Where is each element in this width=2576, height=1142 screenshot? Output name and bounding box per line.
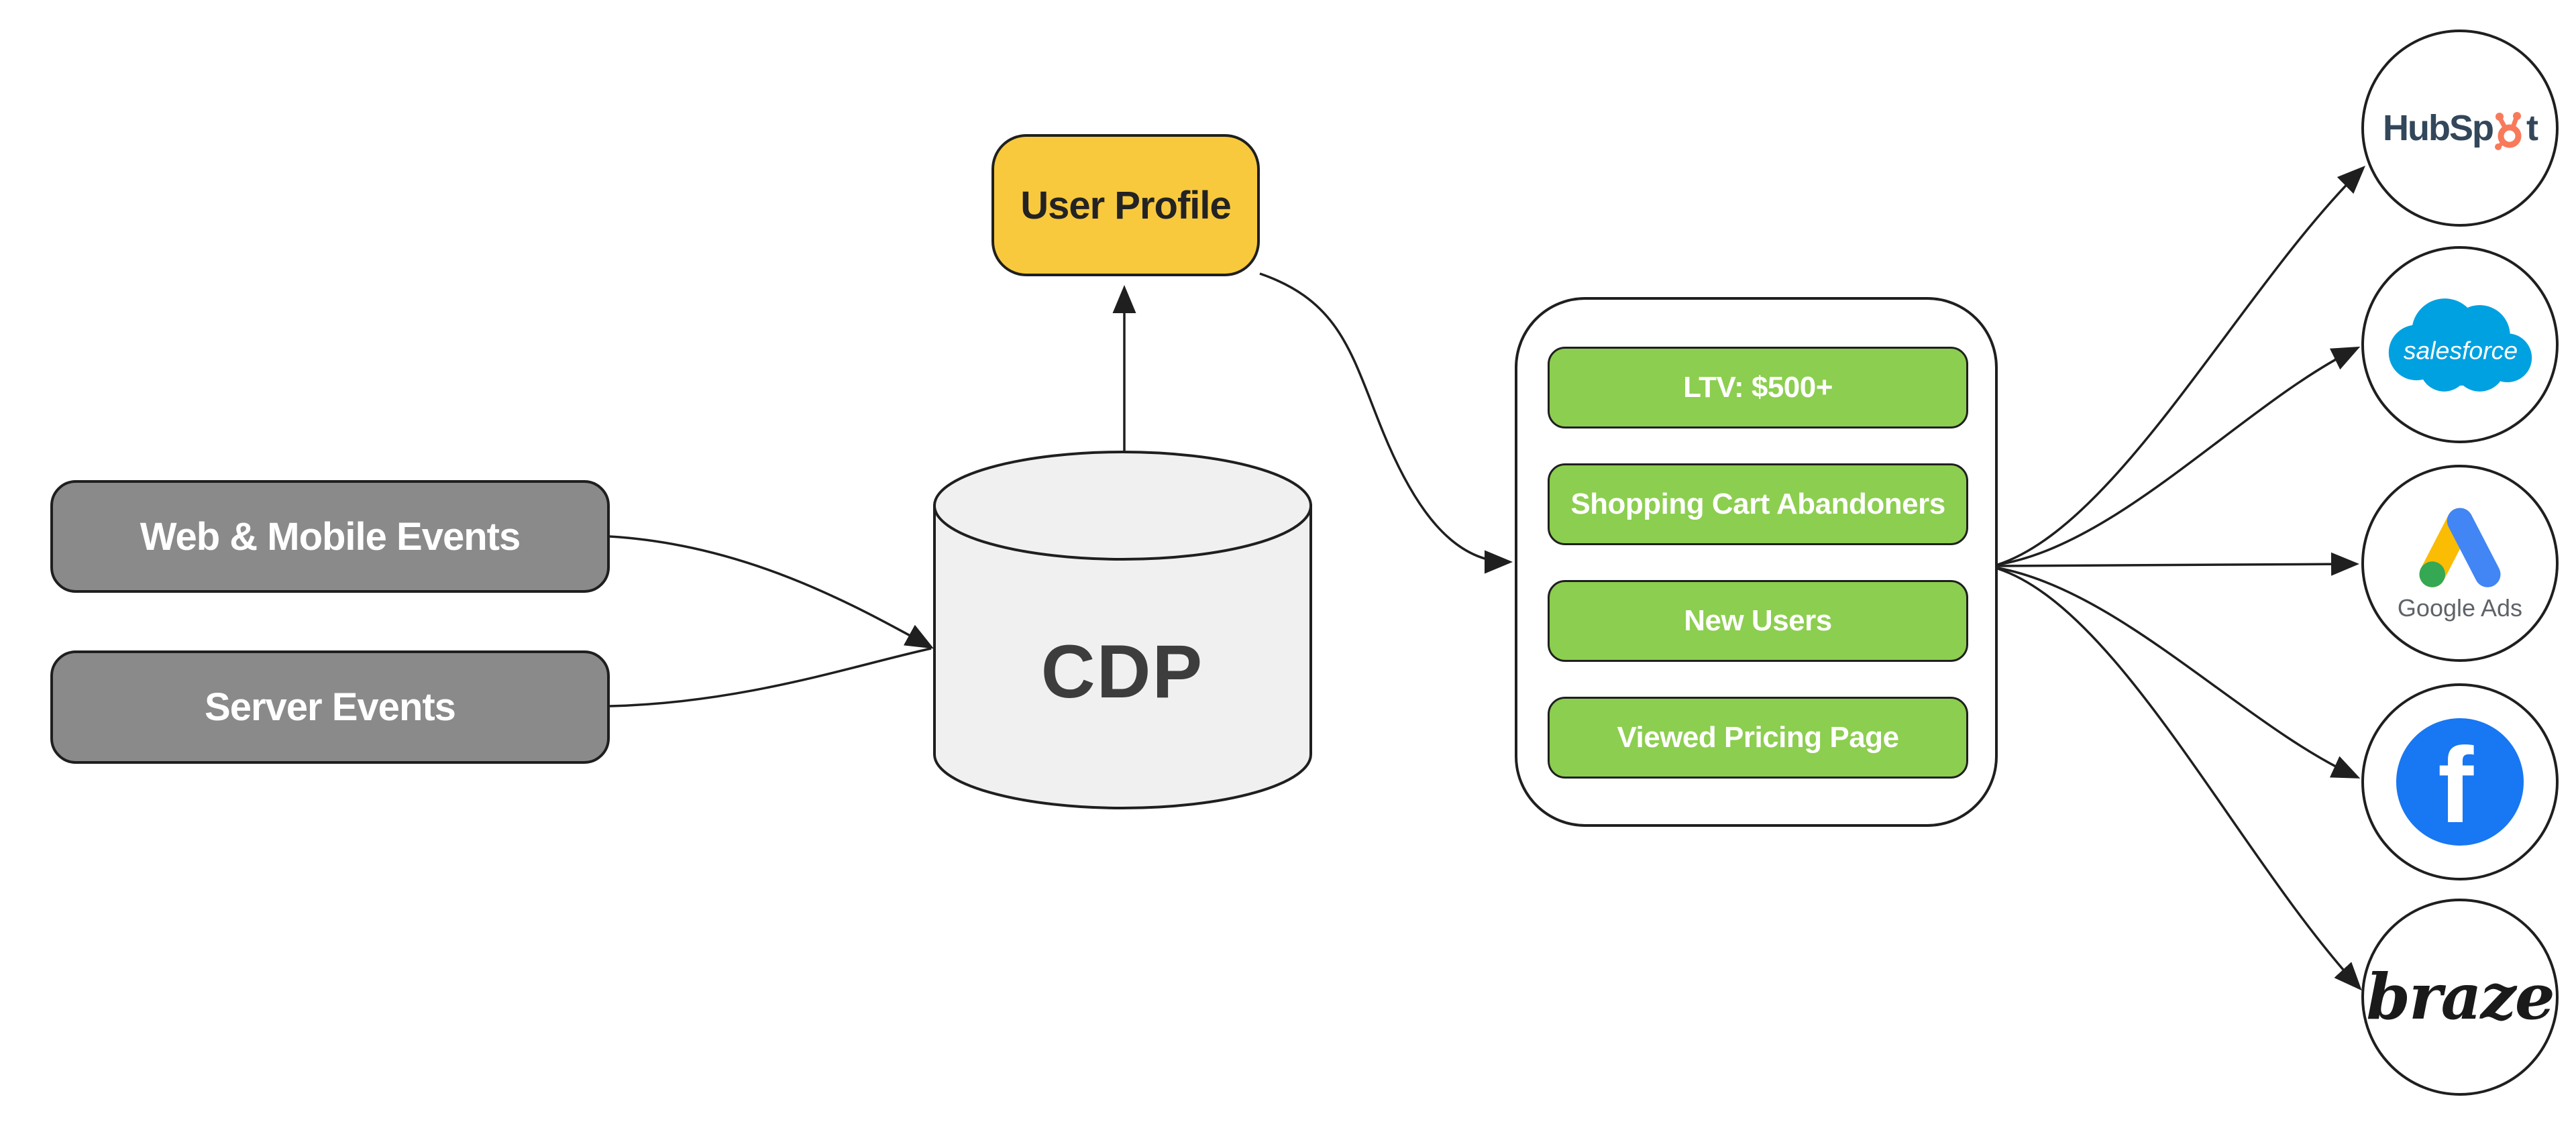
segment-viewed-pricing-label: Viewed Pricing Page bbox=[1617, 721, 1899, 754]
source-server-events: Server Events bbox=[50, 650, 610, 764]
segment-viewed-pricing: Viewed Pricing Page bbox=[1548, 697, 1968, 779]
destination-facebook: f bbox=[2361, 683, 2559, 880]
arrow-segments-to-salesforce bbox=[1997, 346, 2361, 566]
google-ads-wordmark: Google Ads bbox=[2397, 594, 2523, 622]
braze-wordmark: braze bbox=[2366, 960, 2555, 1034]
destination-hubspot: HubSp t bbox=[2361, 30, 2559, 227]
user-profile-label: User Profile bbox=[1020, 183, 1232, 227]
arrow-web-mobile-events-to-cdp bbox=[609, 535, 934, 649]
destination-salesforce: salesforce bbox=[2361, 246, 2559, 443]
hubspot-word-prefix: HubSp bbox=[2383, 108, 2494, 148]
segment-new-users-label: New Users bbox=[1684, 604, 1832, 637]
source-web-mobile-events-label: Web & Mobile Events bbox=[140, 514, 521, 559]
google-ads-triangle-icon bbox=[2419, 508, 2501, 587]
arrow-user-profile-to-segments bbox=[1259, 272, 1513, 574]
audience-segments-container: LTV: $500+ Shopping Cart Abandoners New … bbox=[1515, 297, 1998, 827]
arrow-segments-to-hubspot bbox=[1997, 166, 2365, 566]
segment-cart-abandoners-label: Shopping Cart Abandoners bbox=[1570, 488, 1945, 520]
destination-google-ads: Google Ads bbox=[2361, 465, 2559, 662]
facebook-f-letter: f bbox=[2438, 725, 2474, 845]
hubspot-word-suffix: t bbox=[2526, 108, 2538, 148]
hubspot-sprocket-icon bbox=[2495, 112, 2522, 150]
facebook-logo: f bbox=[2396, 718, 2524, 846]
cdp-database-cylinder: CDP bbox=[933, 451, 1312, 809]
destination-braze: braze bbox=[2361, 899, 2559, 1096]
line-server-events-to-cdp bbox=[609, 647, 932, 707]
arrow-segments-to-google-ads bbox=[1997, 552, 2359, 576]
segment-new-users: New Users bbox=[1548, 580, 1968, 662]
segment-ltv: LTV: $500+ bbox=[1548, 347, 1968, 429]
source-web-mobile-events: Web & Mobile Events bbox=[50, 480, 610, 593]
google-ads-logo: Google Ads bbox=[2398, 504, 2522, 622]
segment-cart-abandoners: Shopping Cart Abandoners bbox=[1548, 463, 1968, 545]
arrow-segments-to-facebook bbox=[1997, 567, 2361, 779]
cdp-label: CDP bbox=[1041, 630, 1203, 713]
arrow-segments-to-braze bbox=[1997, 567, 2362, 991]
user-profile-box: User Profile bbox=[991, 134, 1260, 276]
salesforce-wordmark: salesforce bbox=[2404, 337, 2518, 365]
segment-ltv-label: LTV: $500+ bbox=[1683, 371, 1833, 404]
hubspot-logo: HubSp t bbox=[2383, 107, 2538, 150]
source-server-events-label: Server Events bbox=[205, 685, 456, 729]
salesforce-cloud-logo: salesforce bbox=[2388, 298, 2532, 392]
